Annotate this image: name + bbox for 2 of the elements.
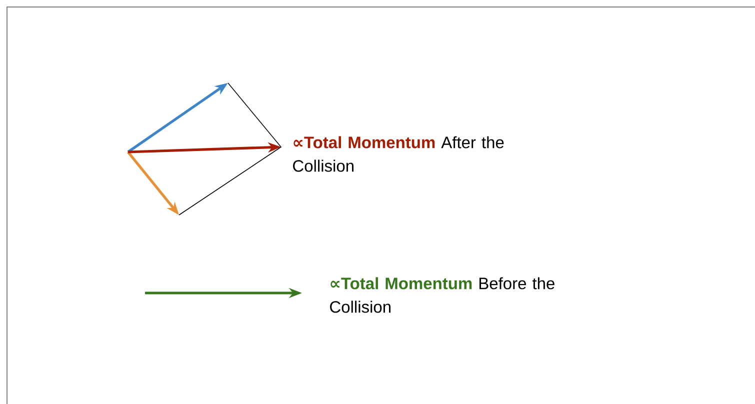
vector-label: ∝Total Momentum Before the Collision: [330, 277, 554, 313]
vector-label: ∝Total Momentum After the Collision: [293, 136, 504, 172]
